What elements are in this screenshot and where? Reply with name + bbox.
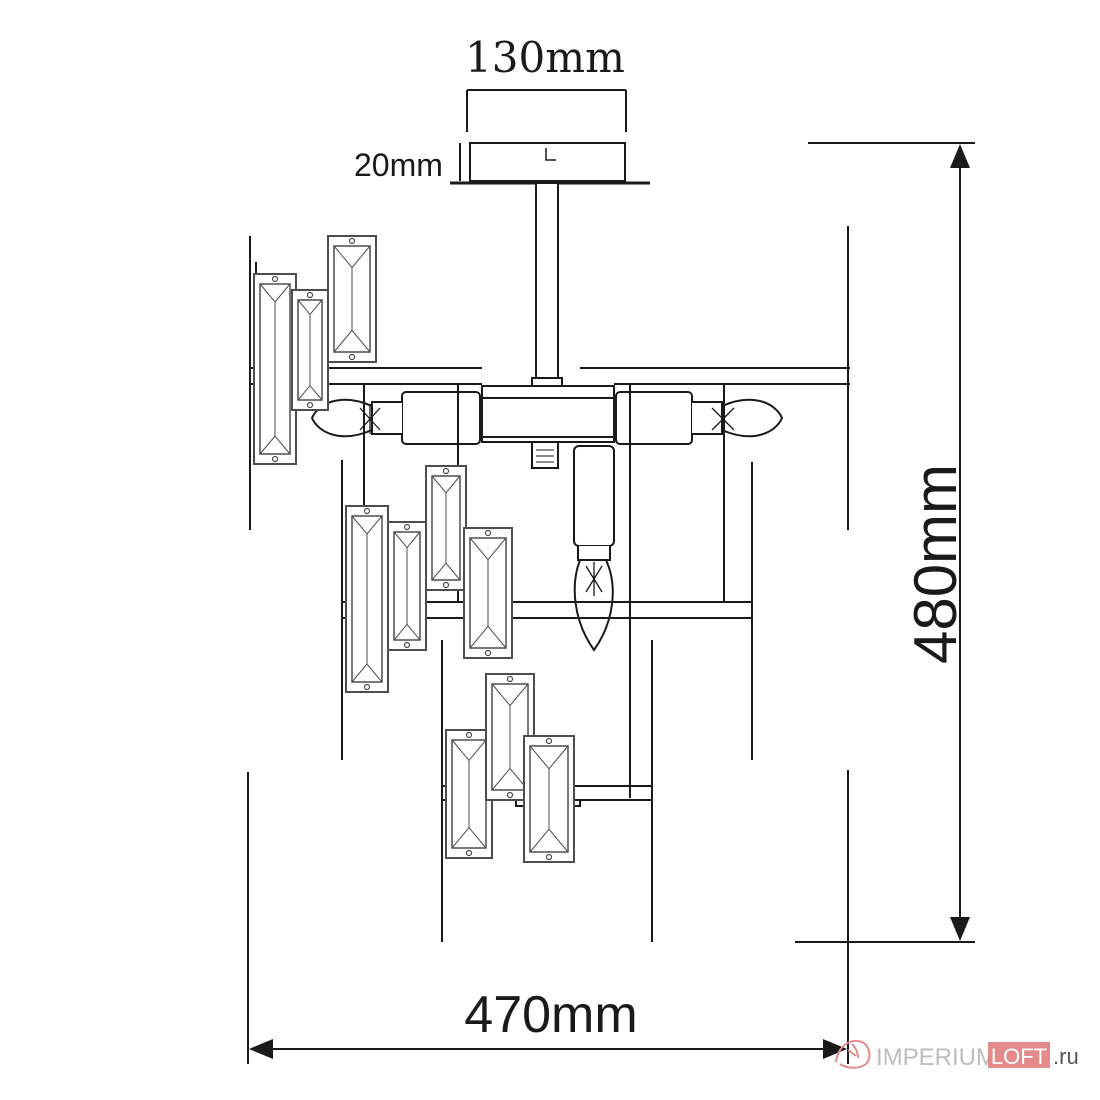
dim-total-height: [795, 142, 975, 943]
watermark-lion-icon: [835, 1040, 871, 1069]
crystal-prism: [327, 235, 377, 363]
dim-label-total-width: 470mm: [464, 986, 637, 1044]
watermark: IMPERIUM LOFT .ru: [835, 1040, 1079, 1071]
watermark-brand-a: IMPERIUM: [876, 1044, 996, 1071]
crystal-prism: [387, 521, 427, 651]
watermark-brand-b-badge: [988, 1042, 1050, 1068]
crystal-prism: [445, 729, 493, 859]
crystal-prism: [291, 289, 329, 411]
crystal-prism: [463, 527, 513, 659]
center-down-lamp: [573, 445, 615, 652]
right-arm: [580, 367, 850, 445]
crystal-prism: [345, 505, 389, 693]
crystal-prism: [425, 465, 467, 591]
central-hub: [481, 385, 615, 469]
crystal-prism: [253, 273, 297, 465]
dim-label-canopy-height: 20mm: [354, 147, 443, 183]
dim-canopy-width: [466, 89, 627, 132]
watermark-brand-b: LOFT: [991, 1044, 1047, 1069]
dim-label-total-height: 480mm: [902, 464, 969, 664]
crystal-prisms: [253, 235, 575, 863]
watermark-suffix: .ru: [1053, 1044, 1079, 1069]
crystal-prism: [523, 735, 575, 863]
dim-label-canopy-width: 130mm: [465, 33, 625, 82]
ceiling-canopy: [450, 142, 650, 185]
stem-rod: [531, 182, 563, 387]
dim-total-width: [247, 770, 849, 1064]
